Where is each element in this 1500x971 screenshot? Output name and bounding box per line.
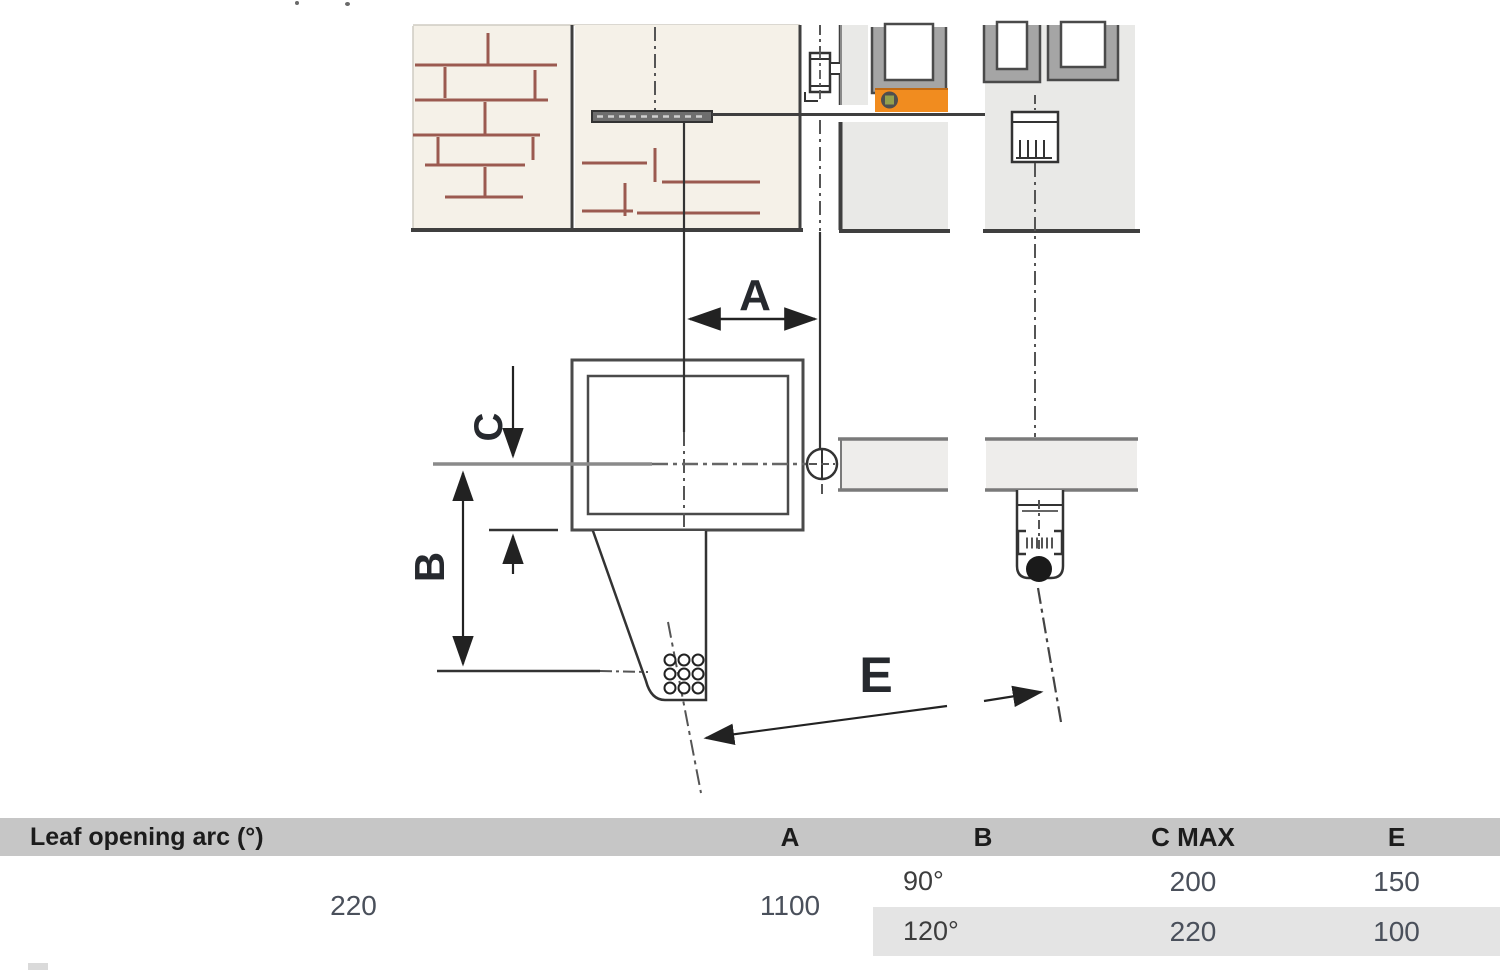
table-header-a: A: [707, 818, 873, 856]
dimensions-table: Leaf opening arc (°) A B C MAX E 90° 200…: [0, 818, 1500, 956]
gate-leaf-1: [838, 437, 948, 492]
hinge-detail: [804, 50, 843, 102]
brick-pillar-middle: [575, 25, 800, 230]
table-header-arc: Leaf opening arc (°): [0, 818, 707, 856]
leaf-open-axis-2: [1036, 587, 1063, 723]
wall-return: [840, 25, 868, 105]
dimension-b: B: [406, 470, 649, 673]
table-cell-cmax-90: 150: [1373, 865, 1420, 897]
pillar-edges: [411, 25, 803, 232]
table-cell-b-merged: 220: [0, 856, 707, 956]
dim-label-a: A: [739, 271, 771, 320]
dim-label-e: E: [859, 647, 892, 703]
table-header-c-max: C MAX: [1093, 818, 1293, 856]
operator-output-arm: [591, 530, 708, 794]
table-cell-arc-90: 90°: [903, 866, 944, 896]
frame-channel-2: [982, 20, 1042, 84]
table-header-b: B: [873, 818, 1093, 856]
pivot-pin: [1026, 556, 1052, 582]
scan-remnant: [28, 963, 48, 970]
operator-arm-orange: [875, 88, 948, 112]
table-cell-a-90: 200: [1169, 865, 1217, 897]
construction-lines: [433, 123, 822, 530]
installation-diagram: A C B E: [406, 20, 1140, 794]
table-cell-a-120: 220: [1093, 907, 1293, 956]
gate-gap: [804, 25, 843, 231]
frame-channel-3: [1046, 20, 1120, 82]
dimension-a: A: [687, 271, 818, 331]
table-cell-arc-120: 120°: [873, 907, 1093, 956]
brick-pillar-left: [412, 24, 800, 230]
wall-block-2: [982, 20, 1140, 437]
scan-speck: [345, 2, 350, 6]
frame-channel-1: [870, 22, 948, 95]
bottom-hinge-bracket: [1015, 490, 1065, 723]
dim-label-b: B: [406, 552, 453, 582]
operator-body: [570, 358, 805, 532]
table-cell-e-merged: 1100: [707, 856, 873, 956]
dimension-c: C: [467, 366, 558, 574]
table-cell-cmax-120: 100: [1293, 907, 1500, 956]
table-header-e: E: [1293, 818, 1500, 856]
dim-label-c: C: [467, 413, 511, 442]
gate-leaf-2: [985, 437, 1138, 492]
mounting-plate: [591, 110, 713, 123]
leaf-pivot: [805, 447, 839, 494]
top-hinge-bracket: [1010, 110, 1060, 164]
wall-block-1: [839, 122, 950, 233]
arm-hole-grid: [663, 653, 705, 695]
scan-speck: [295, 1, 299, 5]
dimension-e: E: [703, 647, 1044, 745]
